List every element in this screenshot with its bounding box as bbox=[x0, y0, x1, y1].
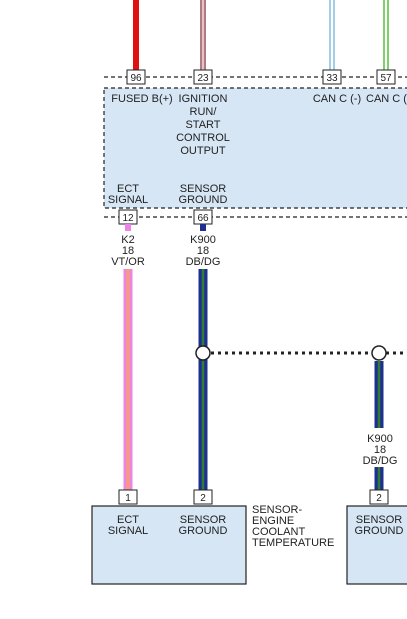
ect-pin1-label-1: ECT bbox=[117, 514, 139, 526]
bottom-pin-66: 66 bbox=[193, 209, 213, 225]
k2-gauge: 18 bbox=[122, 245, 134, 257]
top-pin-57: 57 bbox=[376, 69, 396, 85]
bottom-pin-66-label: 66 bbox=[197, 213, 209, 224]
k900-gauge: 18 bbox=[197, 245, 209, 257]
label-ignition-1: IGNITION bbox=[179, 93, 228, 105]
label-ect-signal-1: ECT bbox=[117, 183, 139, 195]
ect-name-1: SENSOR- bbox=[252, 504, 302, 516]
ect-name-4: TEMPERATURE bbox=[252, 537, 334, 549]
ect-name-2: ENGINE bbox=[252, 515, 294, 527]
label-ignition-2: RUN/ bbox=[190, 106, 218, 118]
ect-pin-1-label: 1 bbox=[125, 493, 131, 504]
label-can-c-pos: CAN C (+) bbox=[366, 93, 407, 105]
ect-pin-2-label: 2 bbox=[200, 493, 206, 504]
k900-right-gauge: 18 bbox=[374, 444, 386, 456]
ect-pin-2: 2 bbox=[193, 489, 213, 505]
label-sensor-ground-1: SENSOR bbox=[180, 183, 227, 195]
right-sensor-label-2: GROUND bbox=[355, 525, 404, 537]
k900-color: DB/DG bbox=[186, 256, 221, 268]
label-ignition-4: CONTROL bbox=[176, 132, 230, 144]
ect-pin2-label-2: GROUND bbox=[179, 525, 228, 537]
top-pin-23-label: 23 bbox=[197, 73, 209, 84]
ect-sensor-box bbox=[91, 505, 247, 585]
k2-circuit: K2 bbox=[121, 234, 134, 246]
label-can-c-neg: CAN C (-) bbox=[313, 93, 361, 105]
label-sensor-ground-2: GROUND bbox=[179, 194, 228, 206]
ect-pin-1: 1 bbox=[118, 489, 138, 505]
top-pin-33-label: 33 bbox=[326, 73, 338, 84]
top-pin-57-label: 57 bbox=[380, 73, 392, 84]
splice-node-left bbox=[195, 345, 211, 361]
k900-right-circuit: K900 bbox=[367, 433, 393, 445]
label-ignition-3: START bbox=[185, 119, 220, 131]
bottom-pin-12: 12 bbox=[118, 209, 138, 225]
k900-right-color: DB/DG bbox=[363, 455, 398, 467]
ect-pin1-label-2: SIGNAL bbox=[108, 525, 148, 537]
ect-name-3: COOLANT bbox=[252, 526, 305, 538]
label-ect-signal-2: SIGNAL bbox=[108, 194, 148, 206]
label-ignition-5: OUTPUT bbox=[180, 145, 226, 157]
k2-color: VT/OR bbox=[111, 256, 145, 268]
bottom-pin-12-label: 12 bbox=[122, 213, 134, 224]
ect-pin2-label-1: SENSOR bbox=[180, 514, 227, 526]
module-box bbox=[103, 87, 407, 209]
top-pin-96: 96 bbox=[126, 69, 146, 85]
right-sensor-pin-2-label: 2 bbox=[376, 493, 382, 504]
label-fused-b: FUSED B(+) bbox=[111, 93, 172, 105]
right-sensor-pin-2: 2 bbox=[369, 489, 389, 505]
top-pin-23: 23 bbox=[193, 69, 213, 85]
k900-circuit: K900 bbox=[190, 234, 216, 246]
right-sensor-box bbox=[346, 505, 407, 585]
top-pin-96-label: 96 bbox=[130, 73, 142, 84]
splice-node-right bbox=[371, 345, 387, 361]
right-sensor-label-1: SENSOR bbox=[356, 514, 403, 526]
top-pin-33: 33 bbox=[322, 69, 342, 85]
